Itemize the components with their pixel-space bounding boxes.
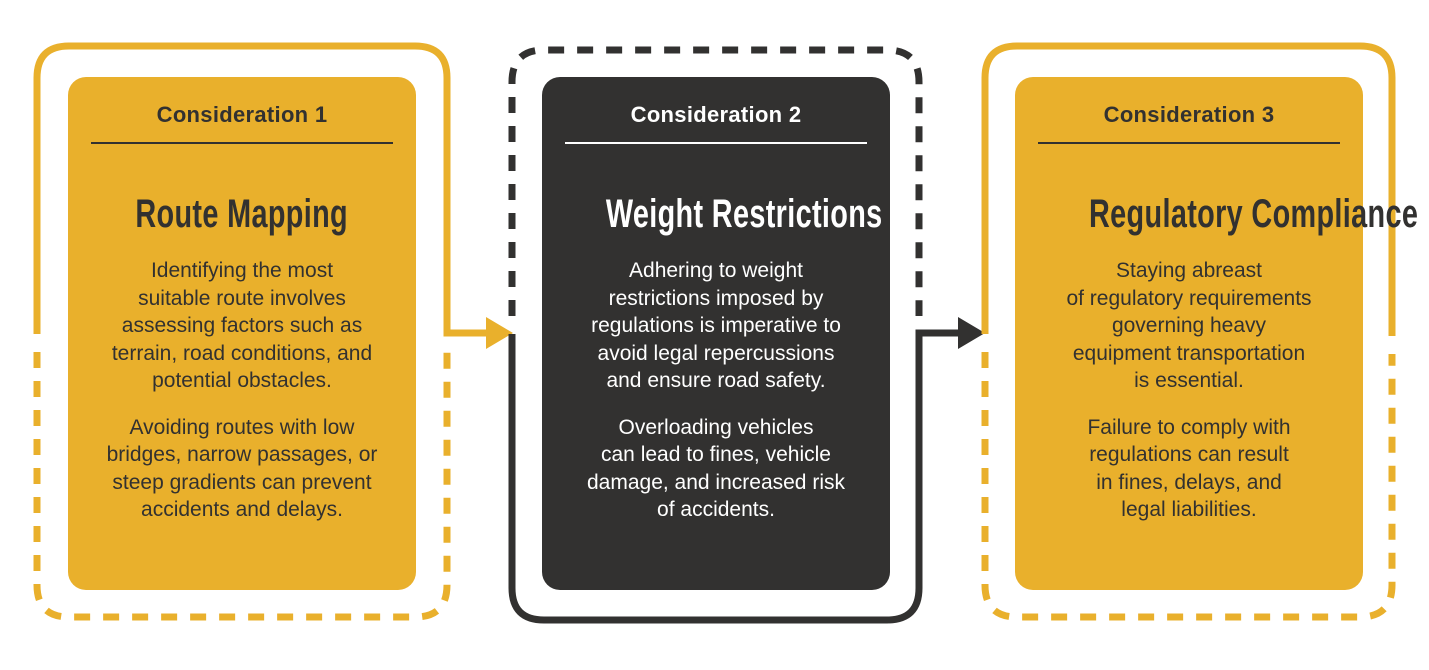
card2-outline-dashed — [508, 46, 923, 316]
consideration-card-2: Consideration 2 Weight Restrictions Adhe… — [542, 77, 890, 590]
card-title-text: Regulatory Compliance — [1089, 192, 1419, 236]
consideration-card-1: Consideration 1 Route Mapping Identifyin… — [68, 77, 416, 590]
card2-outline-solid — [508, 329, 960, 624]
header-divider — [91, 142, 393, 144]
header-divider — [1038, 142, 1340, 144]
card-title: Weight Restrictions — [552, 192, 883, 236]
card3-outline-solid — [981, 42, 1396, 336]
card-title-text: Weight Restrictions — [605, 192, 883, 236]
consideration-card-3: Consideration 3 Regulatory Compliance St… — [1015, 77, 1418, 590]
card1-outline-dashed — [33, 352, 451, 621]
card-title: Regulatory Compliance — [1025, 194, 1418, 234]
card-title-text: Route Mapping — [135, 192, 349, 236]
card-paragraph: Overloading vehicles can lead to fines, … — [587, 415, 845, 522]
arrow-right-2-icon — [958, 317, 985, 349]
card-title: Route Mapping — [78, 192, 406, 236]
card-header: Consideration 1 — [156, 102, 328, 127]
card-paragraph: Adhering to weight restrictions imposed … — [591, 259, 841, 392]
card-paragraph: Staying abreast of regulatory requiremen… — [1066, 259, 1312, 392]
card1-outline-solid — [33, 42, 488, 337]
card-paragraph: Avoiding routes with low bridges, narrow… — [106, 415, 378, 522]
header-divider — [565, 142, 867, 144]
card3-outline-dashed — [981, 352, 1396, 621]
arrow-right-1-icon — [486, 317, 513, 349]
card-header: Consideration 2 — [630, 102, 802, 127]
card-paragraph: Identifying the most suitable route invo… — [111, 259, 373, 392]
card-paragraph: Failure to comply with regulations can r… — [1087, 415, 1291, 522]
card-header: Consideration 3 — [1103, 102, 1275, 127]
